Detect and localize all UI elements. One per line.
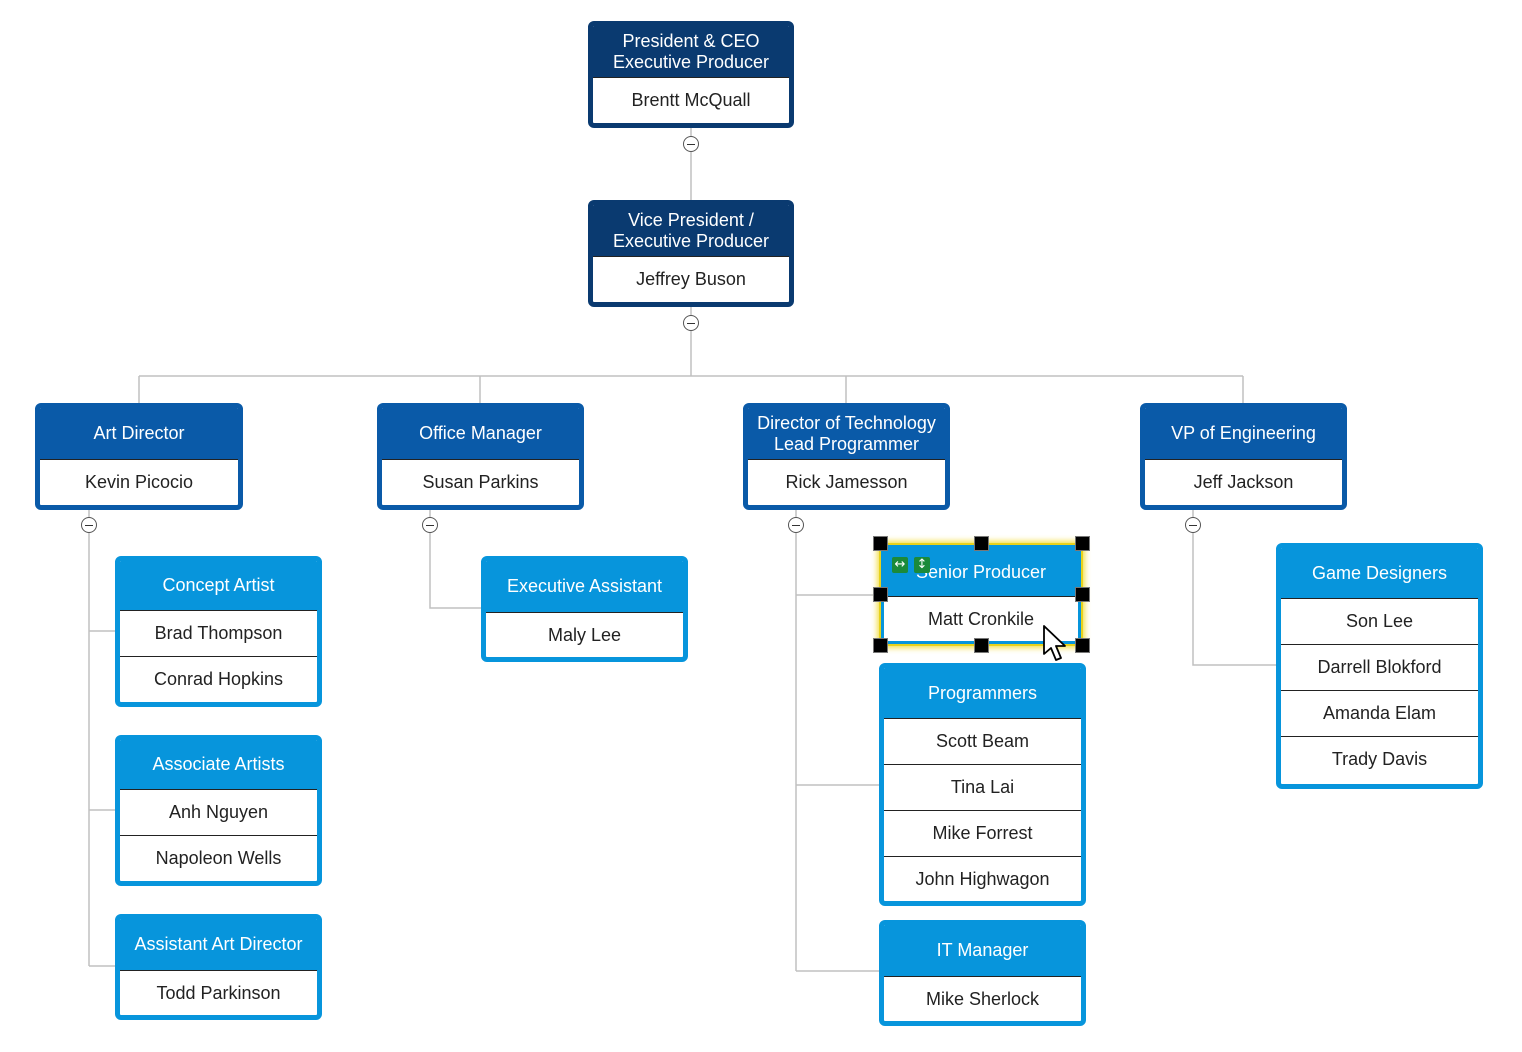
collapse-toggle-vp[interactable] bbox=[683, 315, 699, 331]
node-concept-artist[interactable]: Concept Artist Brad Thompson Conrad Hopk… bbox=[115, 556, 322, 707]
connector-office-manager-children bbox=[429, 509, 484, 609]
resize-vertical-icon[interactable]: ↕ bbox=[914, 557, 930, 573]
node-associate-artists[interactable]: Associate Artists Anh Nguyen Napoleon We… bbox=[115, 735, 322, 886]
node-title: Assistant Art Director bbox=[120, 919, 317, 970]
node-title: Senior Producer bbox=[884, 548, 1078, 596]
collapse-toggle-director-of-technology[interactable] bbox=[788, 517, 804, 533]
resize-handle-bottom-left[interactable] bbox=[873, 638, 888, 653]
node-title: IT Manager bbox=[884, 925, 1081, 976]
node-member: Napoleon Wells bbox=[120, 835, 317, 881]
resize-handle-left[interactable] bbox=[873, 587, 888, 602]
node-member: Anh Nguyen bbox=[120, 789, 317, 835]
node-member: Jeffrey Buson bbox=[593, 256, 789, 302]
node-assistant-art-director[interactable]: Assistant Art Director Todd Parkinson bbox=[115, 914, 322, 1020]
node-member: Susan Parkins bbox=[382, 459, 579, 505]
collapse-toggle-vp-of-engineering[interactable] bbox=[1185, 517, 1201, 533]
node-member: Rick Jamesson bbox=[748, 459, 945, 505]
node-member: Darrell Blokford bbox=[1281, 644, 1478, 690]
node-vp-of-engineering[interactable]: VP of Engineering Jeff Jackson bbox=[1140, 403, 1347, 510]
node-title: Programmers bbox=[884, 668, 1081, 718]
node-member: Jeff Jackson bbox=[1145, 459, 1342, 505]
node-member: Trady Davis bbox=[1281, 736, 1478, 782]
node-title: Vice President / Executive Producer bbox=[593, 205, 789, 256]
resize-handle-top[interactable] bbox=[974, 536, 989, 551]
node-member: Son Lee bbox=[1281, 598, 1478, 644]
node-vp[interactable]: Vice President / Executive Producer Jeff… bbox=[588, 200, 794, 307]
connector-art-director-children bbox=[88, 509, 118, 967]
connector-vp-eng-children bbox=[1192, 509, 1278, 666]
resize-handle-top-right[interactable] bbox=[1075, 536, 1090, 551]
resize-handle-bottom[interactable] bbox=[974, 638, 989, 653]
node-title: Executive Assistant bbox=[486, 561, 683, 612]
resize-handle-right[interactable] bbox=[1075, 587, 1090, 602]
node-title: Associate Artists bbox=[120, 740, 317, 789]
node-member: Mike Forrest bbox=[884, 810, 1081, 856]
node-it-manager[interactable]: IT Manager Mike Sherlock bbox=[879, 920, 1086, 1026]
node-senior-producer[interactable]: Senior Producer Matt Cronkile bbox=[879, 543, 1083, 646]
node-director-of-technology[interactable]: Director of Technology Lead Programmer R… bbox=[743, 403, 950, 510]
node-ceo[interactable]: President & CEO Executive Producer Brent… bbox=[588, 21, 794, 128]
node-title: Game Designers bbox=[1281, 548, 1478, 598]
node-member: Amanda Elam bbox=[1281, 690, 1478, 736]
node-member: Maly Lee bbox=[486, 612, 683, 657]
node-member: Kevin Picocio bbox=[40, 459, 238, 505]
node-member: Tina Lai bbox=[884, 764, 1081, 810]
resize-handle-top-left[interactable] bbox=[873, 536, 888, 551]
node-art-director[interactable]: Art Director Kevin Picocio bbox=[35, 403, 243, 510]
node-member: John Highwagon bbox=[884, 856, 1081, 901]
node-title: Concept Artist bbox=[120, 561, 317, 610]
resize-horizontal-icon[interactable]: ↔ bbox=[892, 557, 908, 573]
node-executive-assistant[interactable]: Executive Assistant Maly Lee bbox=[481, 556, 688, 662]
node-member: Mike Sherlock bbox=[884, 976, 1081, 1021]
node-title: VP of Engineering bbox=[1145, 408, 1342, 459]
collapse-toggle-office-manager[interactable] bbox=[422, 517, 438, 533]
node-title: Director of Technology Lead Programmer bbox=[748, 408, 945, 459]
node-member: Brentt McQuall bbox=[593, 77, 789, 123]
node-title: President & CEO Executive Producer bbox=[593, 26, 789, 77]
resize-handle-bottom-right[interactable] bbox=[1075, 638, 1090, 653]
node-member: Brad Thompson bbox=[120, 610, 317, 656]
node-programmers[interactable]: Programmers Scott Beam Tina Lai Mike For… bbox=[879, 663, 1086, 906]
collapse-toggle-art-director[interactable] bbox=[81, 517, 97, 533]
collapse-toggle-ceo[interactable] bbox=[683, 136, 699, 152]
node-member: Todd Parkinson bbox=[120, 970, 317, 1015]
node-title: Office Manager bbox=[382, 408, 579, 459]
node-office-manager[interactable]: Office Manager Susan Parkins bbox=[377, 403, 584, 510]
node-member: Conrad Hopkins bbox=[120, 656, 317, 702]
node-title: Art Director bbox=[40, 408, 238, 459]
connector-dir-tech-children bbox=[795, 509, 880, 972]
node-game-designers[interactable]: Game Designers Son Lee Darrell Blokford … bbox=[1276, 543, 1483, 789]
node-member: Matt Cronkile bbox=[884, 596, 1078, 641]
node-member: Scott Beam bbox=[884, 718, 1081, 764]
